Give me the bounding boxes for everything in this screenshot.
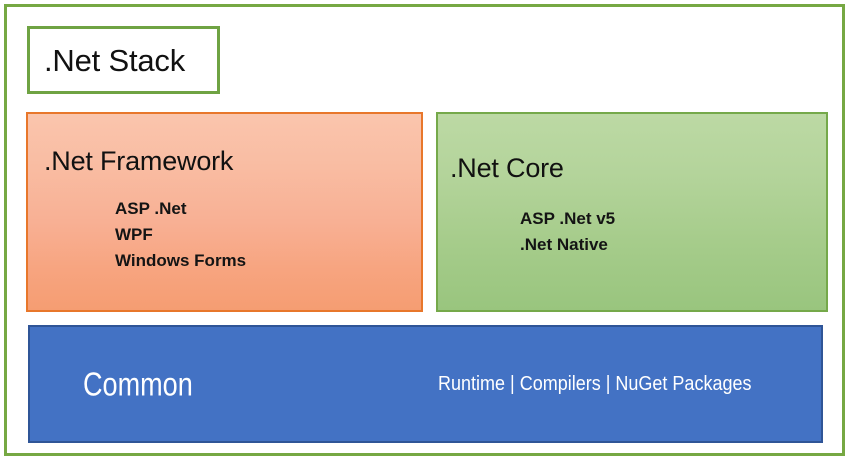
panel-dotnet-core: .Net Core ASP .Net v5 .Net Native xyxy=(436,112,828,312)
panel-common: Common Runtime | Compilers | NuGet Packa… xyxy=(28,325,823,443)
framework-item-list: ASP .Net WPF Windows Forms xyxy=(115,196,246,274)
panel-dotnet-framework: .Net Framework ASP .Net WPF Windows Form… xyxy=(26,112,423,312)
list-item: ASP .Net v5 xyxy=(520,209,616,228)
panel-heading-framework: .Net Framework xyxy=(44,146,234,176)
list-item: WPF xyxy=(115,225,153,244)
panel-heading-core: .Net Core xyxy=(450,153,564,183)
page-title: .Net Stack xyxy=(44,42,185,78)
panel-common-subtitle: Runtime | Compilers | NuGet Packages xyxy=(438,374,786,394)
panel-common-subtitle-text: Runtime | Compilers | NuGet Packages xyxy=(438,373,752,395)
list-item: ASP .Net xyxy=(115,199,187,218)
panel-heading-common: Common xyxy=(83,368,217,401)
list-item: .Net Native xyxy=(520,235,608,254)
panel-heading-common-text: Common xyxy=(83,365,193,403)
core-item-list: ASP .Net v5 .Net Native xyxy=(520,206,615,258)
diagram-title-box: .Net Stack xyxy=(27,26,220,94)
list-item: Windows Forms xyxy=(115,251,247,270)
outer-frame xyxy=(4,4,845,456)
